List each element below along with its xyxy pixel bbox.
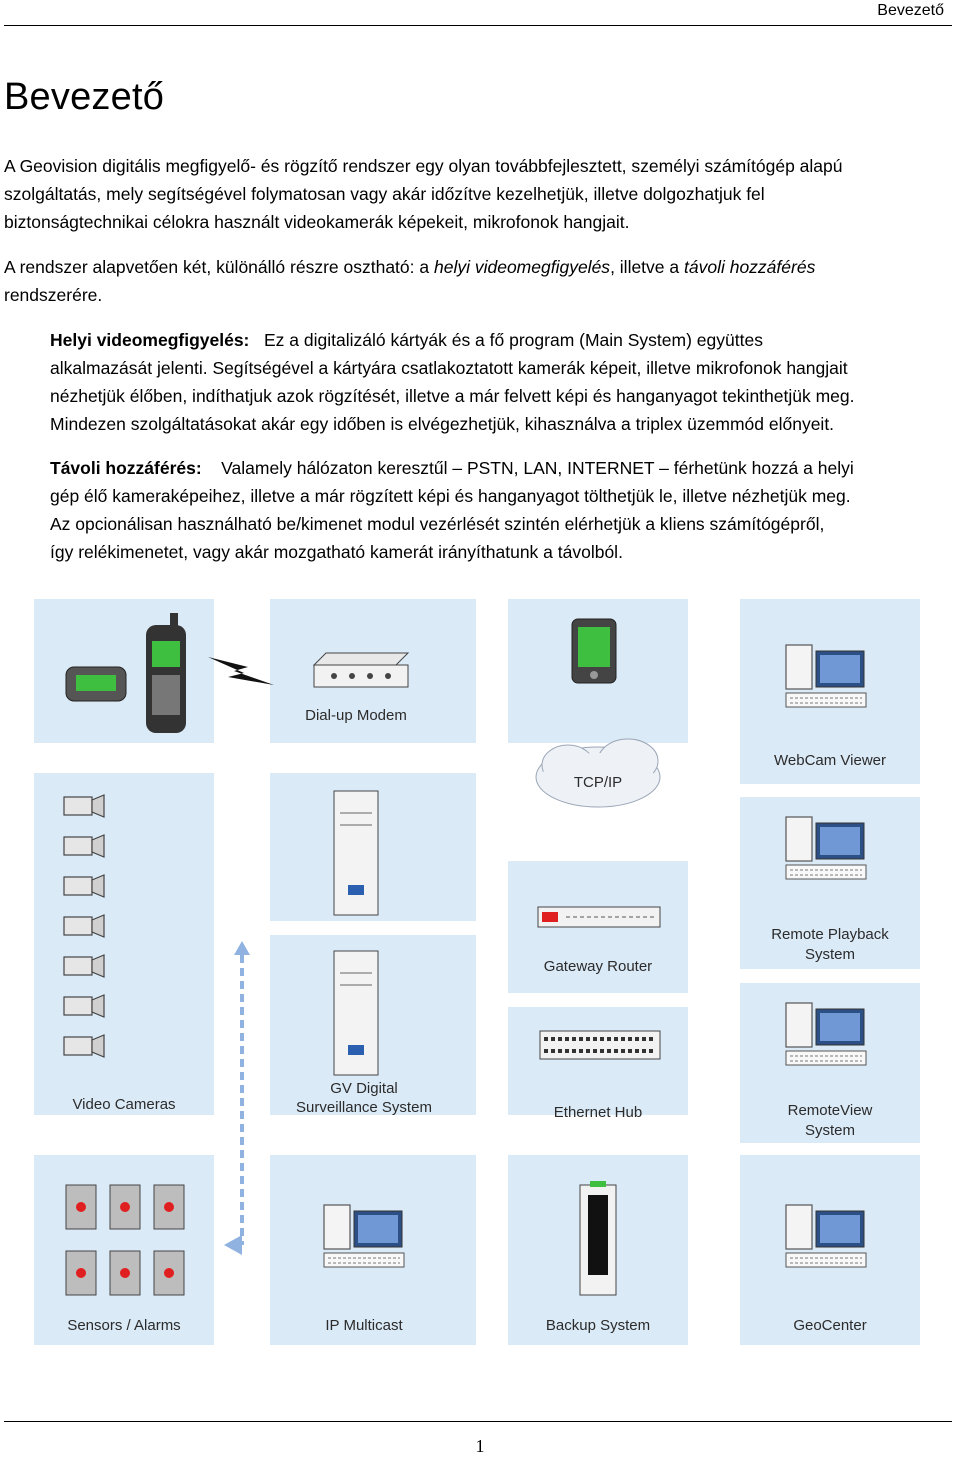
label-ip-multicast: IP Multicast bbox=[325, 1317, 403, 1334]
alarm-sensor-icon bbox=[153, 1250, 185, 1296]
label-remoteview-1: RemoteView bbox=[788, 1102, 873, 1119]
intro-paragraph: A Geovision digitális megfigyelő- és rög… bbox=[4, 152, 954, 236]
alarm-sensor-icon bbox=[153, 1184, 185, 1230]
camera-icon bbox=[63, 1034, 105, 1058]
remote-term: Távoli hozzáférés: bbox=[50, 458, 202, 478]
alarm-sensor-icon bbox=[109, 1250, 141, 1296]
page-header-title: Bevezető bbox=[877, 2, 944, 19]
text-span: Ez a digitalizáló kártyák és a fő progra… bbox=[263, 330, 763, 350]
label-remote-playback-2: System bbox=[805, 946, 855, 963]
text-span: , illetve a bbox=[610, 257, 684, 277]
local-monitoring-paragraph: Helyi videomegfigyelés: Ez a digitalizál… bbox=[50, 326, 960, 438]
page-number: 1 bbox=[475, 1436, 485, 1456]
text-line: gép élő kameraképeihez, illetve a már rö… bbox=[50, 486, 851, 506]
label-dialup-modem: Dial-up Modem bbox=[305, 707, 407, 724]
panel-multicast bbox=[270, 1155, 476, 1345]
header-rule bbox=[4, 25, 952, 26]
dialup-modem-icon bbox=[312, 652, 410, 688]
text-line: nézhetjük élőben, indíthatjuk azok rögzí… bbox=[50, 386, 855, 406]
camera-icon bbox=[63, 874, 105, 898]
text-line: Távoli hozzáférés: Valamely hálózaton ke… bbox=[50, 454, 960, 482]
label-gv-digital-2: Surveillance System bbox=[296, 1099, 432, 1116]
label-tcpip: TCP/IP bbox=[574, 774, 622, 791]
lightning-icon bbox=[208, 657, 274, 685]
geocenter-pc-icon bbox=[785, 1204, 867, 1268]
text-line: Helyi videomegfigyelés: Ez a digitalizál… bbox=[50, 326, 960, 354]
tcpip-cloud-icon bbox=[535, 738, 661, 808]
text-line: Mindezen szolgáltatásokat akár egy időbe… bbox=[50, 414, 835, 434]
remote-playback-pc-icon bbox=[785, 816, 867, 880]
camera-icon bbox=[63, 794, 105, 818]
label-gv-digital-1: GV Digital bbox=[330, 1080, 398, 1097]
remote-access-paragraph: Távoli hozzáférés: Valamely hálózaton ke… bbox=[50, 454, 960, 566]
text-line: A Geovision digitális megfigyelő- és rög… bbox=[4, 156, 843, 176]
alarm-sensor-icon bbox=[109, 1184, 141, 1230]
ip-multicast-pc-icon bbox=[323, 1204, 405, 1268]
io-dashed-arrow bbox=[224, 941, 250, 1255]
text-span: Valamely hálózaton keresztűl – PSTN, LAN… bbox=[221, 458, 854, 478]
server-tower-1-icon bbox=[333, 790, 379, 916]
panel-hub bbox=[508, 1007, 688, 1115]
network-diagram: Dial-up Modem WebCam Viewer TCP/IP Remot… bbox=[34, 599, 920, 1345]
alarm-sensor-icon bbox=[65, 1184, 97, 1230]
label-sensors-alarms: Sensors / Alarms bbox=[67, 1317, 180, 1334]
text-line: alkalmazását jelenti. Segítségével a kár… bbox=[50, 358, 848, 378]
label-video-cameras: Video Cameras bbox=[72, 1096, 175, 1113]
camera-icon bbox=[63, 954, 105, 978]
pda-icon bbox=[571, 618, 617, 684]
label-remoteview-2: System bbox=[805, 1122, 855, 1139]
text-line: Az opcionálisan használható be/kimenet m… bbox=[50, 514, 825, 534]
text-span: A rendszer alapvetően két, különálló rés… bbox=[4, 257, 434, 277]
mobile-phone-icon bbox=[146, 613, 186, 733]
server-tower-2-icon bbox=[333, 950, 379, 1076]
text-line: rendszerére. bbox=[4, 285, 103, 305]
ethernet-hub-icon bbox=[539, 1030, 661, 1060]
label-remote-playback-1: Remote Playback bbox=[771, 926, 889, 943]
term-local-italic: helyi videomegfigyelés bbox=[433, 257, 611, 277]
footer-rule bbox=[4, 1421, 952, 1422]
camera-icon bbox=[63, 914, 105, 938]
gateway-router-icon bbox=[537, 906, 661, 928]
term-remote-italic: távoli hozzáférés bbox=[684, 257, 816, 277]
panel-webcam bbox=[740, 599, 920, 784]
label-gateway-router: Gateway Router bbox=[544, 958, 652, 975]
local-term: Helyi videomegfigyelés: bbox=[50, 330, 250, 350]
label-webcam-viewer: WebCam Viewer bbox=[774, 752, 886, 769]
panel-geocenter bbox=[740, 1155, 920, 1345]
remoteview-pc-icon bbox=[785, 1002, 867, 1066]
text-line: biztonságtechnikai célokra használt vide… bbox=[4, 212, 630, 232]
label-backup-system: Backup System bbox=[546, 1317, 650, 1334]
webcam-viewer-pc-icon bbox=[785, 644, 867, 708]
panels bbox=[34, 599, 920, 1345]
system-parts-paragraph: A rendszer alapvetően két, különálló rés… bbox=[4, 253, 954, 309]
text-line: így relékimenetet, vagy akár mozgatható … bbox=[50, 542, 623, 562]
label-geocenter: GeoCenter bbox=[793, 1317, 866, 1334]
panel-cameras bbox=[34, 773, 214, 1115]
camera-icon bbox=[63, 834, 105, 858]
backup-system-icon bbox=[579, 1181, 617, 1296]
label-ethernet-hub: Ethernet Hub bbox=[554, 1104, 642, 1121]
text-line: szolgáltatás, mely segítségével folymato… bbox=[4, 184, 765, 204]
camera-icon bbox=[63, 994, 105, 1018]
page-title: Bevezető bbox=[4, 76, 165, 118]
alarm-sensor-icon bbox=[65, 1250, 97, 1296]
text-line: A rendszer alapvetően két, különálló rés… bbox=[4, 253, 954, 281]
pager-icon bbox=[65, 666, 127, 702]
